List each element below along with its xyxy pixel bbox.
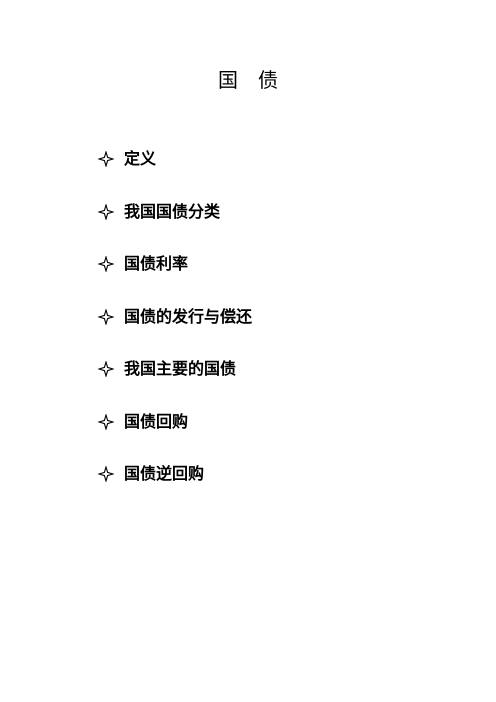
list-item: 国债逆回购 xyxy=(98,461,252,487)
list-item-label: 国债利率 xyxy=(124,254,189,273)
four-pointed-star-outline-icon xyxy=(98,151,114,167)
list-item-label: 定义 xyxy=(124,149,157,168)
four-pointed-star-outline-icon xyxy=(98,413,114,430)
four-pointed-star-outline-icon xyxy=(98,256,114,272)
four-pointed-star-outline-icon xyxy=(98,361,114,377)
list-item: 国债利率 xyxy=(98,251,252,277)
four-pointed-star-outline-icon xyxy=(98,466,114,482)
list-item: 国债回购 xyxy=(98,409,252,435)
list-item: 我国国债分类 xyxy=(98,199,252,225)
topic-list: 定义 我国国债分类 国债利率 国债的发行与偿还 我国主要的国债 国债回购 国 xyxy=(98,146,252,514)
four-pointed-star-outline-icon xyxy=(98,308,114,325)
list-item-label: 我国国债分类 xyxy=(124,201,221,221)
list-item-label: 我国主要的国债 xyxy=(124,359,237,378)
list-item: 我国主要的国债 xyxy=(98,356,252,382)
four-pointed-star-outline-icon xyxy=(98,203,114,220)
list-item: 国债的发行与偿还 xyxy=(98,304,252,330)
list-item-label: 国债的发行与偿还 xyxy=(124,306,253,326)
list-item-label: 国债逆回购 xyxy=(124,464,205,483)
page-title: 国债 xyxy=(218,68,298,92)
list-item-label: 国债回购 xyxy=(124,411,189,431)
list-item: 定义 xyxy=(98,146,252,172)
